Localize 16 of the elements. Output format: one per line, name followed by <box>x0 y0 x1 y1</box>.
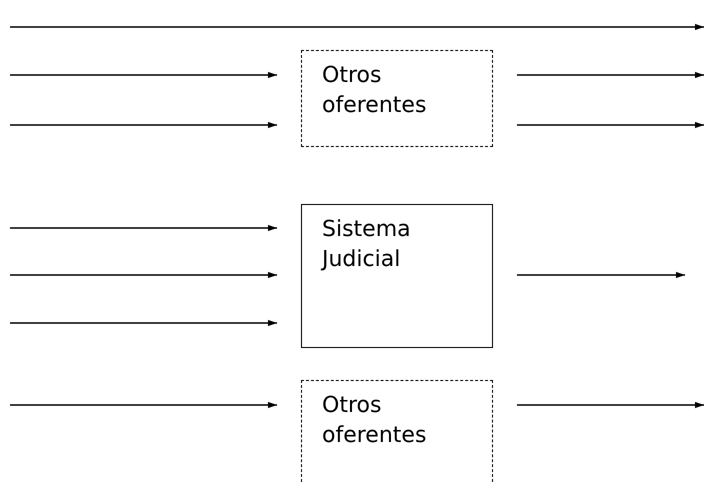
arrow <box>10 122 277 128</box>
process-box <box>301 204 493 348</box>
arrow <box>517 272 685 278</box>
arrow <box>10 320 277 326</box>
dashed-box <box>301 380 493 482</box>
arrow <box>10 272 277 278</box>
arrow <box>10 224 277 232</box>
arrow <box>10 72 277 78</box>
dashed-box <box>301 50 493 147</box>
arrow <box>517 402 704 408</box>
arrow <box>10 402 277 408</box>
arrow <box>517 72 704 78</box>
box-label: Sistema Judicial <box>322 216 412 274</box>
box-label: Otros oferentes <box>322 62 428 120</box>
arrow <box>517 122 704 128</box>
box-label: Otros oferentes <box>322 392 428 450</box>
